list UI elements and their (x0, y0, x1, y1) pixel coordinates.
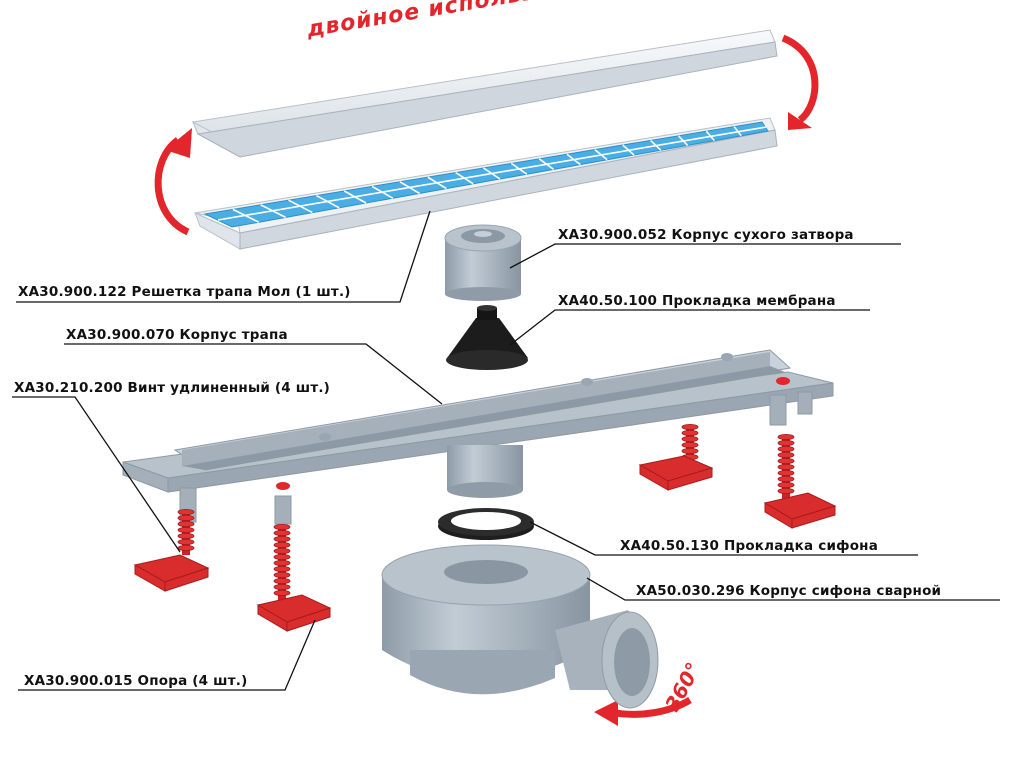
leader-lines (12, 210, 1000, 691)
screw-thread (273, 542, 291, 549)
tile-divider (677, 135, 689, 146)
siphon-body (381, 544, 659, 709)
label-grate: XA30.900.122 Решетка трапа Мол (1 шт.) (18, 284, 351, 300)
screw-thread (681, 429, 699, 436)
screw-thread (777, 433, 795, 440)
screw-thread (273, 590, 291, 597)
tile-divider (371, 185, 394, 199)
dry-trap-body (444, 224, 522, 301)
screw-thread (777, 475, 795, 482)
screw-thread (273, 560, 291, 567)
screw-thread (177, 515, 195, 522)
label-dry-trap: XA30.900.052 Корпус сухого затвора (558, 227, 854, 243)
screw-thread (777, 487, 795, 494)
grate-solid-lid (191, 29, 778, 159)
tile-divider (427, 176, 447, 190)
screw-thread (177, 539, 195, 546)
screw-thread (777, 469, 795, 476)
label-membrane: XA40.50.100 Прокладка мембрана (558, 293, 836, 309)
screw-thread (777, 439, 795, 446)
screw-thread (273, 566, 291, 573)
arrow-head-left (165, 128, 192, 158)
screw-thread (273, 536, 291, 543)
tile-divider (594, 148, 608, 161)
tile-divider (316, 194, 340, 209)
arrow-head-right (788, 112, 812, 130)
tile-divider (399, 181, 421, 195)
tile-divider (538, 158, 555, 171)
screw-thread (273, 554, 291, 561)
tile-divider (705, 130, 716, 142)
screw-thread (777, 451, 795, 458)
screw-thread (681, 441, 699, 448)
arrow-head-bottom (594, 700, 618, 726)
screw-thread (177, 508, 195, 515)
label-siphon-body: XA50.030.296 Корпус сифона сварной (636, 583, 942, 599)
screw-thread (777, 445, 795, 452)
screw-thread (177, 545, 195, 552)
tile-divider (566, 153, 581, 166)
label-screw: XA30.210.200 Винт удлиненный (4 шт.) (14, 380, 331, 396)
label-siphon-gasket: XA40.50.130 Прокладка сифона (620, 538, 879, 554)
tile-divider (622, 144, 635, 156)
screw-thread (681, 435, 699, 442)
screw-thread (777, 481, 795, 488)
tile-divider (455, 171, 474, 185)
membrane-gasket (446, 305, 528, 370)
screw-thread (273, 530, 291, 537)
supports (133, 455, 837, 632)
tile-divider (650, 139, 662, 151)
screw-thread (177, 521, 195, 528)
tile-divider (288, 199, 313, 214)
screw-thread (681, 447, 699, 454)
grate-tiled (194, 117, 778, 250)
siphon-gasket (438, 508, 534, 540)
screw-thread (273, 524, 291, 531)
screw-thread (273, 548, 291, 555)
tile-divider (343, 190, 367, 204)
tile-divider (733, 126, 742, 137)
tile-divider (260, 204, 286, 219)
tile-divider (483, 167, 501, 180)
screw-thread (177, 527, 195, 534)
screw-thread (177, 533, 195, 540)
screw-thread (777, 463, 795, 470)
tile-divider (510, 162, 528, 175)
label-drain-body: XA30.900.070 Корпус трапа (66, 327, 288, 343)
screw-thread (777, 457, 795, 464)
tile-divider (232, 208, 260, 223)
screw-thread (273, 584, 291, 591)
extended-screws (177, 423, 795, 600)
screw-thread (273, 578, 291, 585)
screw-thread (273, 572, 291, 579)
drain-channel-body (122, 349, 834, 525)
label-support: XA30.900.015 Опора (4 шт.) (24, 673, 248, 689)
screw-thread (681, 423, 699, 430)
